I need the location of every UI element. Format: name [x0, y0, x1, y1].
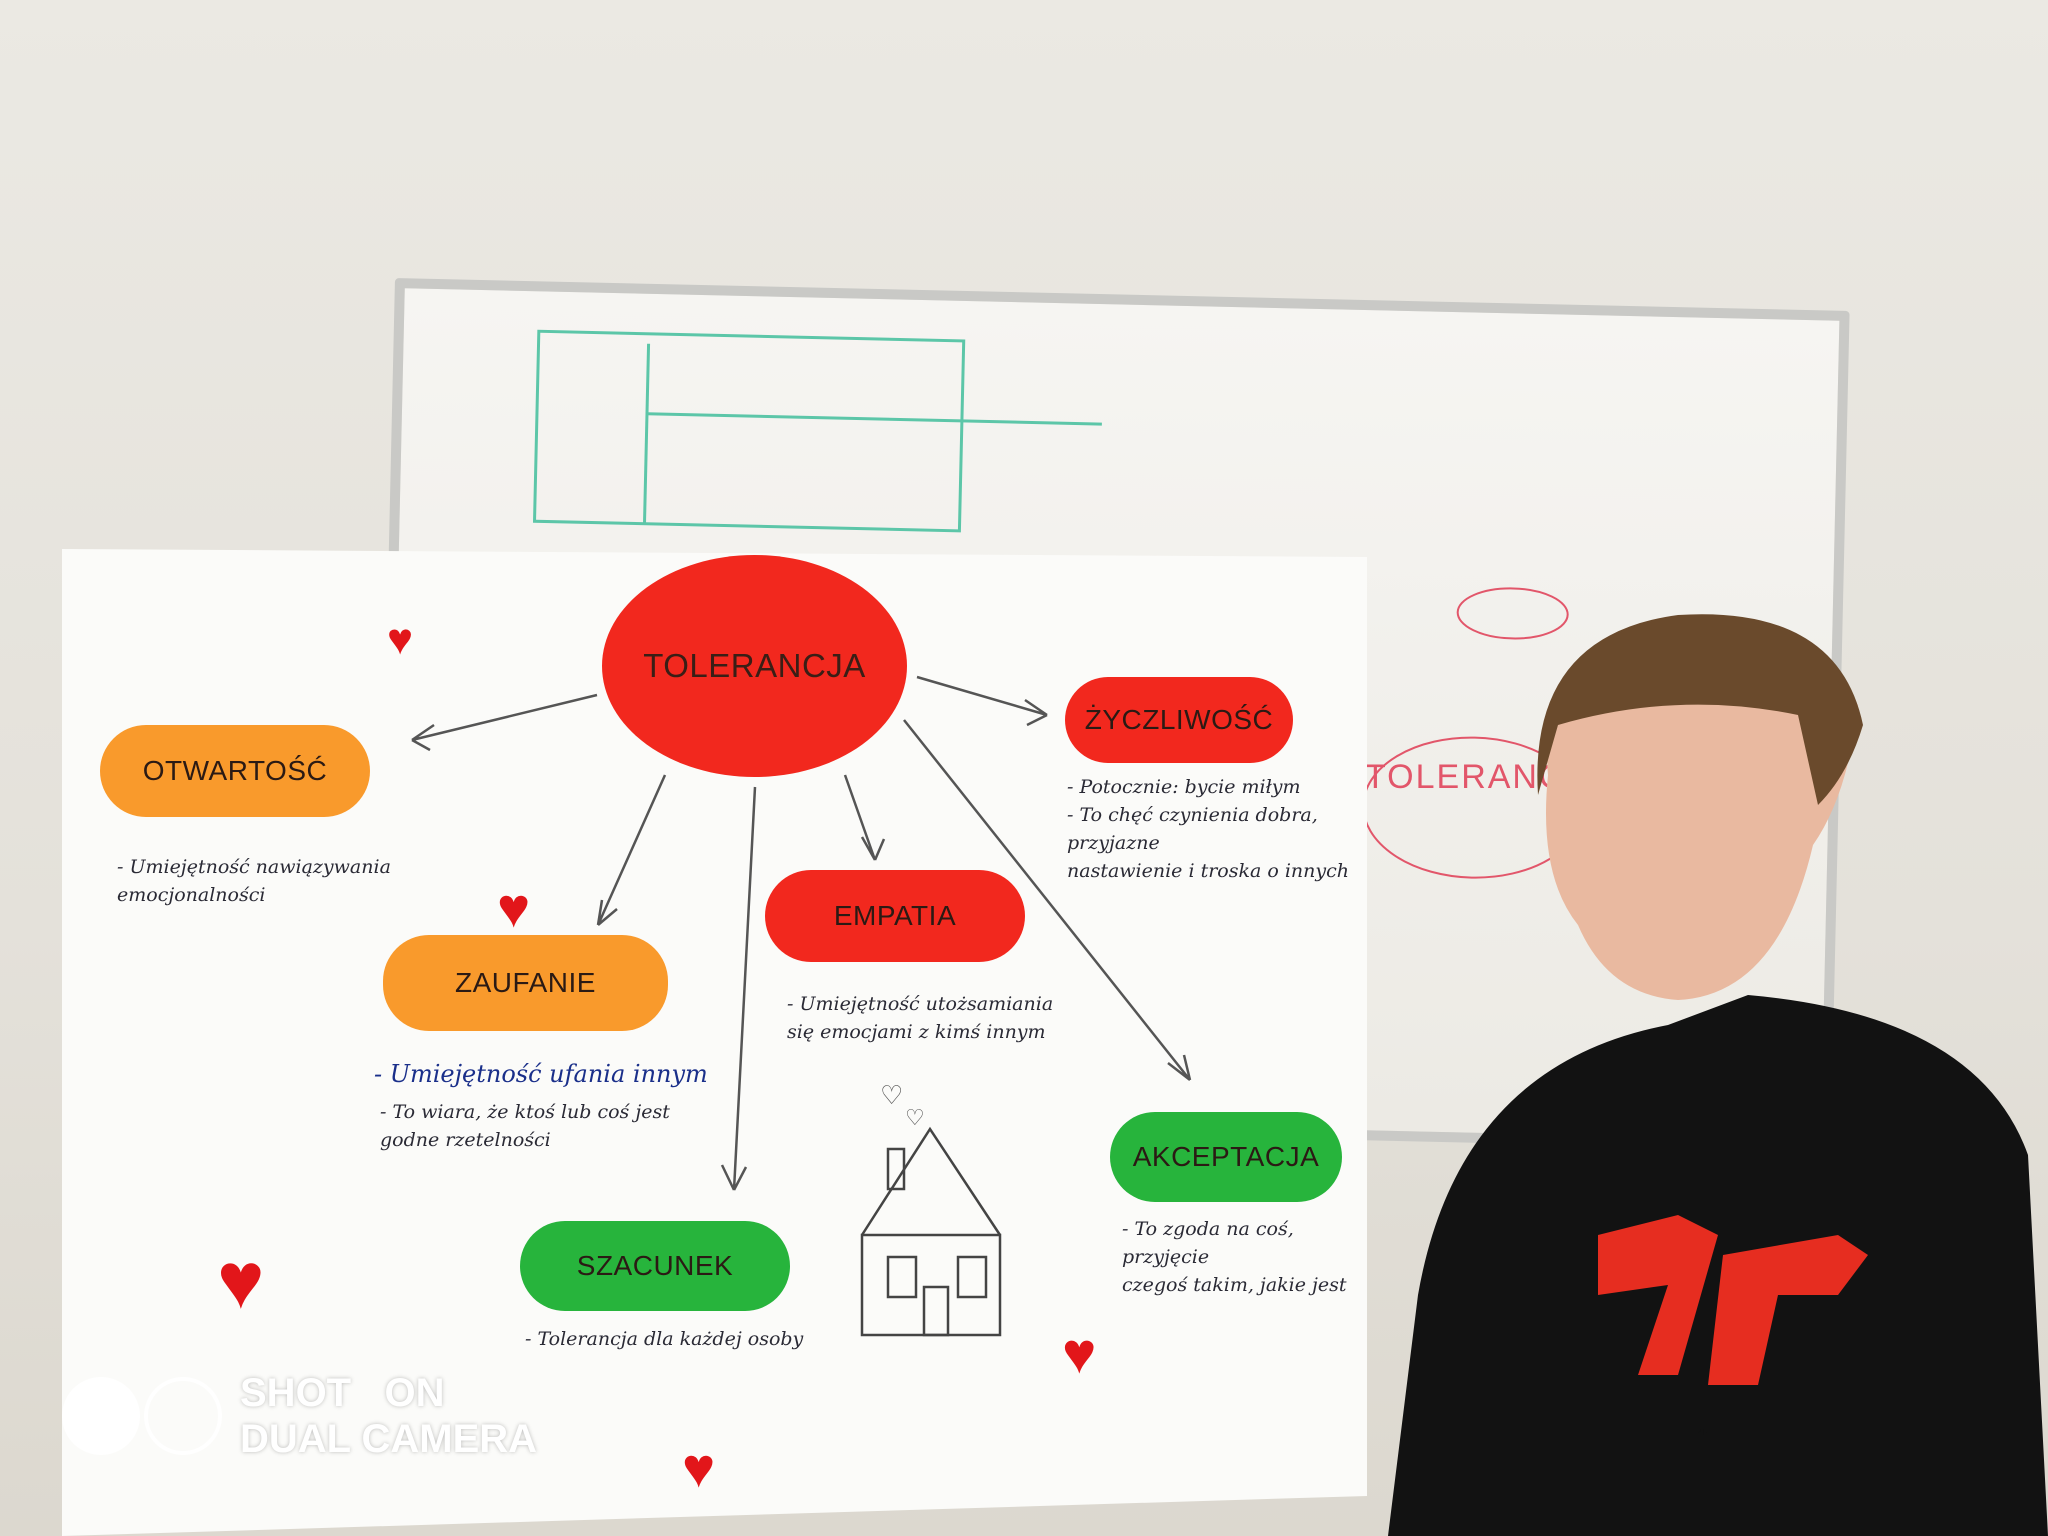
note-zaufanie-title: - Umiejętność ufania innym: [374, 1060, 708, 1088]
mind-map-poster: TOLERANCJA OTWARTOŚĆ ŻYCZLIWOŚĆ ZAUFANIE…: [62, 549, 1367, 1536]
node-empatia-label: EMPATIA: [833, 900, 957, 931]
arrows: [411, 675, 1192, 1337]
watermark-circle-filled: [62, 1377, 140, 1455]
note-otwartosc: - Umiejętność nawiązywania emocjonalnośc…: [117, 856, 391, 906]
node-szacunek: SZACUNEK: [520, 1221, 790, 1311]
watermark-text: SHOT ON DUAL CAMERA: [240, 1370, 537, 1462]
heart-icon: ♥: [387, 615, 414, 664]
center-node-tolerancja: TOLERANCJA: [602, 555, 907, 777]
watermark-line-1: SHOT ON: [240, 1371, 445, 1415]
note-zyczliwosc: - Potocznie: bycie miłym - To chęć czyni…: [1067, 776, 1350, 882]
heart-icon: ♥: [217, 1236, 265, 1325]
heart-outline-icon: ♡: [880, 1080, 904, 1110]
camera-watermark: SHOT ON DUAL CAMERA: [62, 1370, 537, 1462]
node-zaufanie-label: ZAUFANIE: [455, 967, 596, 998]
shirt-logo: 4F: [1698, 1428, 1707, 1437]
note-empatia: - Umiejętność utożsamiania się emocjami …: [787, 993, 1054, 1043]
heart-icon: ♥: [497, 876, 531, 939]
heart-icon: ♥: [1062, 1321, 1097, 1386]
node-zaufanie: ZAUFANIE: [383, 935, 668, 1031]
note-akceptacja: - To zgoda na coś, przyjęcie czegoś taki…: [1122, 1218, 1347, 1296]
node-otwartosc-label: OTWARTOŚĆ: [142, 755, 328, 786]
node-akceptacja-label: AKCEPTACJA: [1132, 1141, 1320, 1172]
heart-outline-icon: ♡: [905, 1105, 925, 1130]
house-drawing: [860, 1126, 1002, 1337]
watermark-circle-outline: [144, 1377, 222, 1455]
whiteboard: [375, 278, 1850, 1151]
whiteboard-drawings: [532, 329, 1585, 879]
center-node-label: TOLERANCJA: [643, 647, 866, 684]
node-zyczliwosc: ŻYCZLIWOŚĆ: [1065, 677, 1293, 763]
note-zaufanie: - To wiara, że ktoś lub coś jest godne r…: [380, 1101, 670, 1151]
node-zyczliwosc-label: ŻYCZLIWOŚĆ: [1084, 704, 1274, 735]
node-szacunek-label: SZACUNEK: [576, 1250, 734, 1281]
node-empatia: EMPATIA: [765, 870, 1025, 962]
heart-icon: ♥: [682, 1436, 716, 1499]
watermark-line-2: DUAL CAMERA: [240, 1417, 538, 1461]
node-akceptacja: AKCEPTACJA: [1110, 1112, 1342, 1202]
node-otwartosc: OTWARTOŚĆ: [100, 725, 370, 817]
note-szacunek: - Tolerancja dla każdej osoby: [525, 1328, 804, 1350]
student-presenter: 4F: [1388, 614, 2048, 1536]
